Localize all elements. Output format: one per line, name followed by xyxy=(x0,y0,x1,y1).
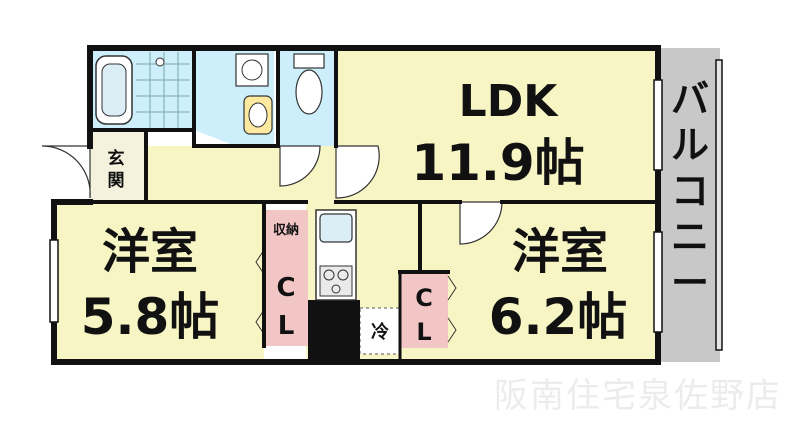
closet-doors xyxy=(255,249,457,343)
closet-left-c: C xyxy=(276,273,295,303)
windows xyxy=(49,59,723,351)
ldk-area xyxy=(336,48,658,202)
balcony-label-char: ー xyxy=(671,261,709,305)
western-room-left-area xyxy=(54,202,264,362)
drain-icon xyxy=(155,57,165,67)
closet-right-area xyxy=(400,272,448,348)
closet-right-l: L xyxy=(416,318,431,346)
toilet-icon xyxy=(293,53,325,115)
door-swings xyxy=(41,130,503,245)
storage-label: 収納 xyxy=(273,222,299,238)
entrance-area xyxy=(90,130,146,202)
watermark: 阪南住宅泉佐野店 xyxy=(494,376,782,416)
western-room-left-name: 洋室 xyxy=(102,224,198,280)
balcony-label-char: ル xyxy=(671,123,709,167)
western-room-right-size: 6.2帖 xyxy=(489,288,628,346)
fridge-label: 冷 xyxy=(371,321,389,343)
balcony-area xyxy=(658,48,720,362)
closet-right-c: C xyxy=(415,284,433,312)
washing-machine-icon xyxy=(235,53,269,87)
closet-left-area xyxy=(264,246,308,346)
structural-column xyxy=(308,300,360,362)
balcony-label-char: バ xyxy=(671,77,709,121)
entrance-label-char: 玄 xyxy=(108,148,125,169)
entrance-label-char: 関 xyxy=(108,171,125,191)
sink-icon xyxy=(319,213,353,243)
ldk-size: 11.9帖 xyxy=(411,134,584,192)
closet-left-l: L xyxy=(278,311,295,341)
balcony-label-char: コ xyxy=(671,169,709,213)
shower-floor-tiles xyxy=(136,52,190,128)
ldk-name: LDK xyxy=(459,76,560,127)
stove-icon xyxy=(319,265,353,297)
balcony-label-char: ニ xyxy=(671,215,709,259)
entrance-label-chars: 玄関 xyxy=(108,148,125,191)
western-room-right-name: 洋室 xyxy=(512,224,608,280)
storage-area xyxy=(264,210,308,246)
western-room-left-size: 5.8帖 xyxy=(81,288,220,346)
